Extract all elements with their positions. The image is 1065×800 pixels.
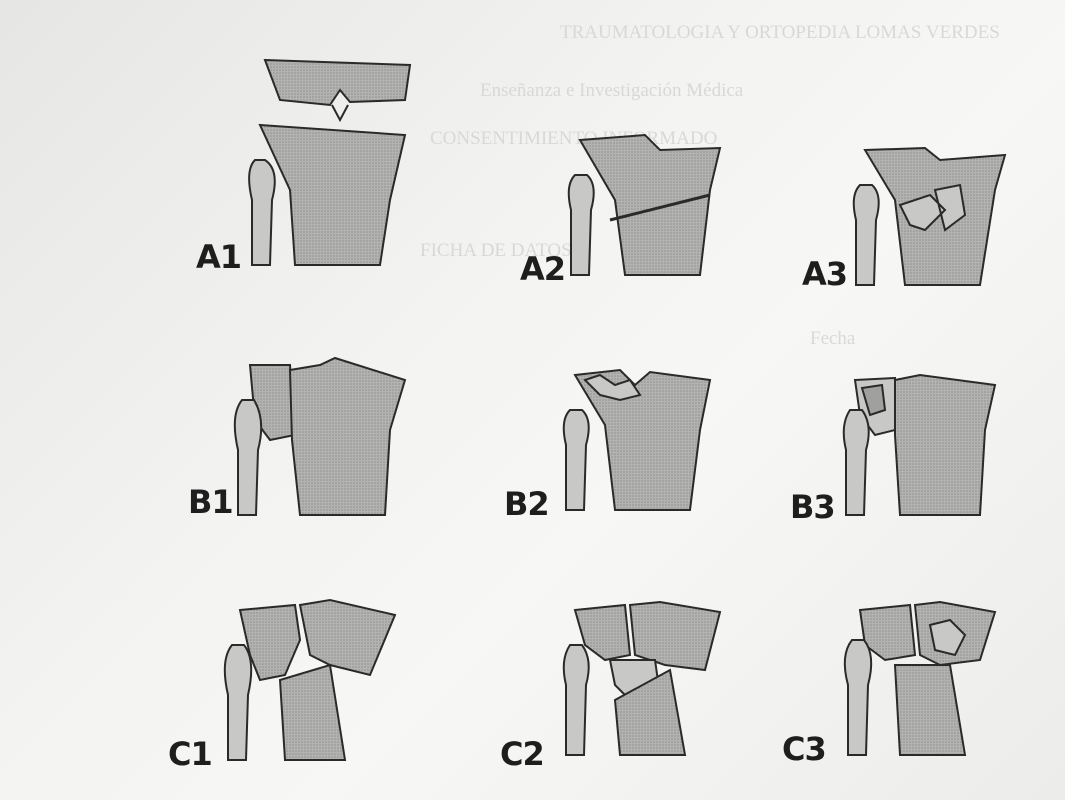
label-c3: C3 bbox=[782, 730, 826, 768]
label-a1: A1 bbox=[196, 238, 241, 276]
label-a2: A2 bbox=[520, 250, 565, 288]
label-b2: B2 bbox=[504, 485, 549, 523]
tibia-b2-drawing bbox=[564, 370, 710, 510]
tibia-c2-drawing bbox=[564, 602, 720, 755]
label-b1: B1 bbox=[188, 483, 233, 521]
label-c1: C1 bbox=[168, 735, 212, 773]
label-a3: A3 bbox=[802, 255, 847, 293]
label-c2: C2 bbox=[500, 735, 544, 773]
tibia-c3-drawing bbox=[845, 602, 995, 755]
tibia-a3-drawing bbox=[854, 148, 1005, 285]
tibia-a2-drawing bbox=[569, 135, 720, 275]
tibia-a1-drawing bbox=[249, 60, 410, 265]
tibia-b1-drawing bbox=[235, 358, 405, 515]
tibia-b3-drawing bbox=[844, 375, 995, 515]
label-b3: B3 bbox=[790, 488, 835, 526]
tibia-c1-drawing bbox=[225, 600, 395, 760]
